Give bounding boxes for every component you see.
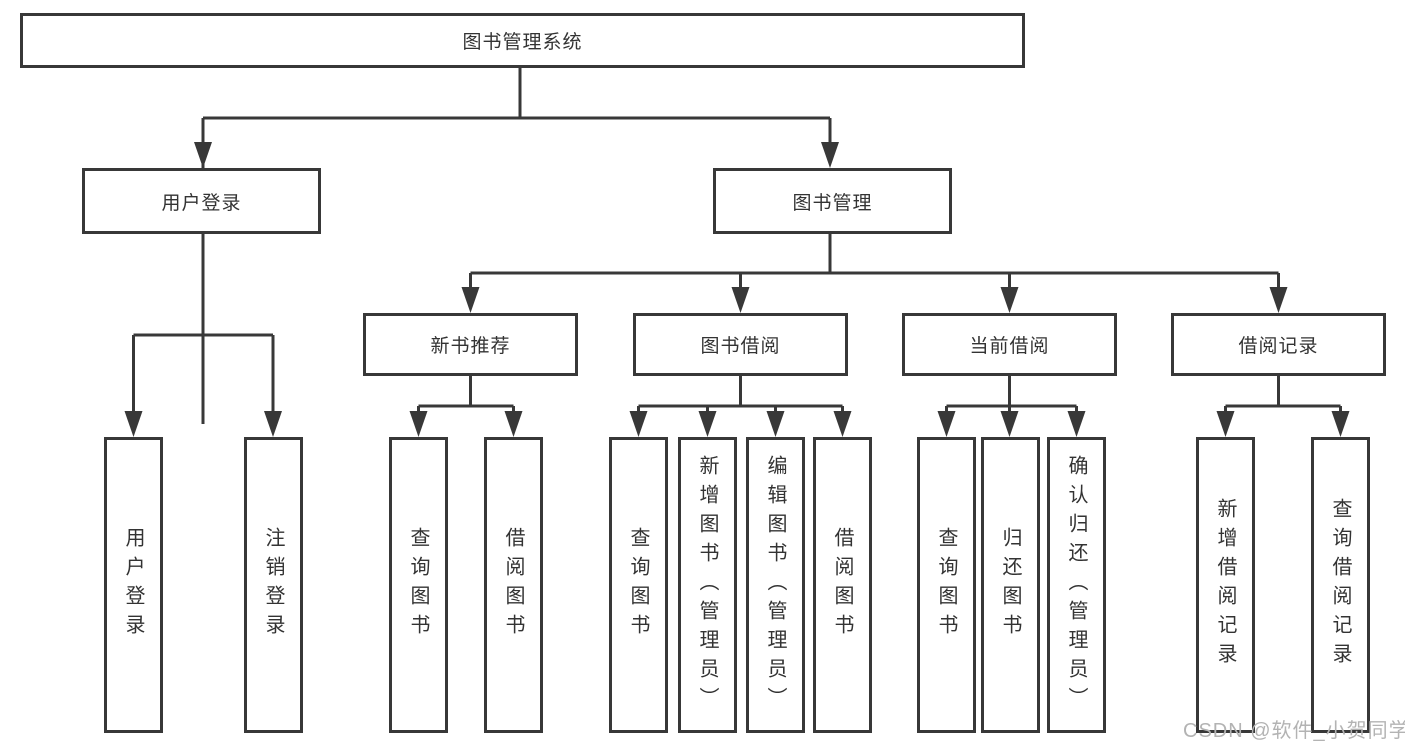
leaf-borrow-books-label: 借阅图书 [831, 527, 853, 643]
leaf-edit-books-admin-label: 编辑图书（管理员） [764, 454, 786, 716]
leaf-return-books: 归还图书 [981, 437, 1040, 733]
leaf-query-borrow-record: 查询借阅记录 [1311, 437, 1370, 733]
leaf-return-books-label: 归还图书 [999, 527, 1021, 643]
leaf-logout: 注销登录 [244, 437, 303, 733]
leaf-add-borrow-record: 新增借阅记录 [1196, 437, 1255, 733]
leaf-newbook-query-books-label: 查询图书 [407, 527, 429, 643]
box-book-management: 图书管理 [713, 168, 952, 234]
connector-user-login-branch [124, 234, 282, 437]
leaf-user-login: 用户登录 [104, 437, 163, 733]
leaf-newbook-borrow-books: 借阅图书 [484, 437, 543, 733]
leaf-current-query-books-label: 查询图书 [935, 527, 957, 643]
leaf-logout-label: 注销登录 [262, 527, 284, 643]
root-box-library-system: 图书管理系统 [20, 13, 1025, 68]
leaf-confirm-return-admin-label: 确认归还（管理员） [1065, 454, 1087, 716]
box-borrow-record-label: 借阅记录 [1238, 336, 1319, 357]
box-book-borrow-label: 图书借阅 [700, 336, 781, 357]
leaf-confirm-return-admin: 确认归还（管理员） [1047, 437, 1106, 733]
leaf-borrow-books: 借阅图书 [813, 437, 872, 733]
leaf-query-borrow-record-label: 查询借阅记录 [1329, 498, 1351, 672]
connector-new-book-branch [409, 376, 523, 437]
connector-current-borrow-branch [937, 376, 1086, 437]
box-current-borrow-label: 当前借阅 [969, 336, 1050, 357]
leaf-newbook-query-books: 查询图书 [389, 437, 448, 733]
root-label: 图书管理系统 [462, 32, 583, 53]
box-current-borrow: 当前借阅 [902, 313, 1117, 376]
box-user-login-label: 用户登录 [161, 192, 242, 214]
leaf-newbook-borrow-books-label: 借阅图书 [502, 527, 524, 643]
connector-book-management-branch [461, 234, 1288, 313]
leaf-user-login-label: 用户登录 [122, 527, 144, 643]
box-user-login: 用户登录 [82, 168, 321, 234]
leaf-add-books-admin: 新增图书（管理员） [678, 437, 737, 733]
leaf-edit-books-admin: 编辑图书（管理员） [746, 437, 805, 733]
connector-root-to-level2 [194, 68, 839, 424]
box-new-book-recommend: 新书推荐 [363, 313, 578, 376]
leaf-add-borrow-record-label: 新增借阅记录 [1214, 498, 1236, 672]
leaf-current-query-books: 查询图书 [917, 437, 976, 733]
box-new-book-recommend-label: 新书推荐 [430, 336, 511, 357]
leaf-borrow-query-books: 查询图书 [609, 437, 668, 733]
csdn-watermark: CSDN @软件_小贺同学 [1183, 720, 1405, 742]
leaf-add-books-admin-label: 新增图书（管理员） [696, 454, 718, 716]
leaf-borrow-query-books-label: 查询图书 [627, 527, 649, 643]
box-book-management-label: 图书管理 [792, 192, 873, 214]
connector-book-borrow-branch [629, 376, 852, 437]
box-borrow-record: 借阅记录 [1171, 313, 1386, 376]
connector-borrow-record-branch [1216, 376, 1350, 437]
box-book-borrow: 图书借阅 [633, 313, 848, 376]
